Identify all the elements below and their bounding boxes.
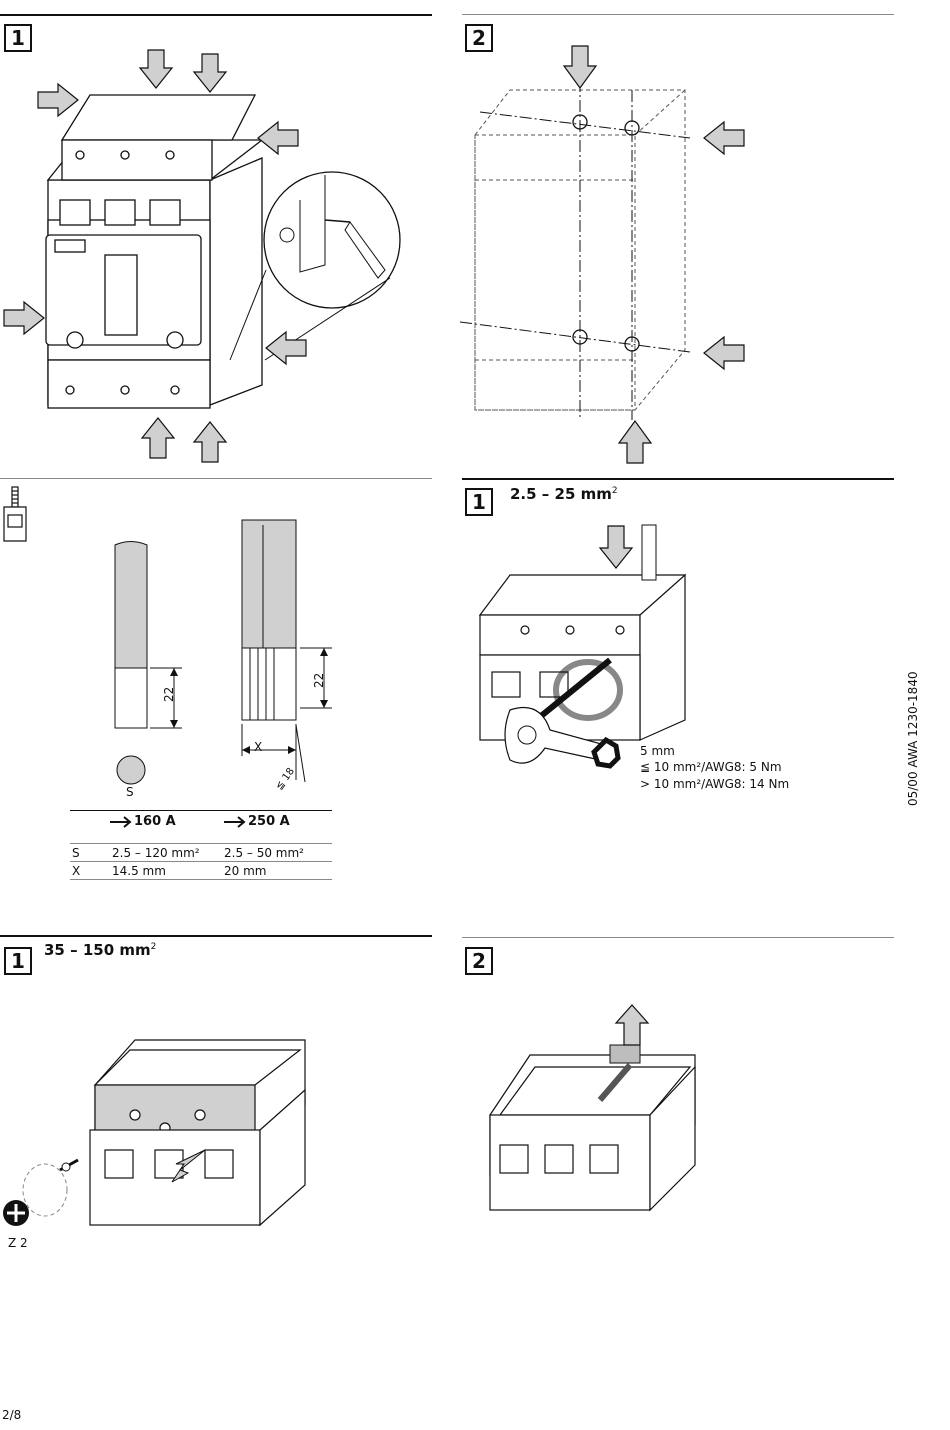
cover-removal-illustration [3, 1039, 306, 1227]
arrow-right-icon [110, 816, 132, 828]
table-top-rule [70, 810, 332, 811]
dimension-label: 22 [312, 672, 326, 688]
row-label: S [72, 845, 80, 860]
table-row: S 2.5 – 120 mm² 2.5 – 50 mm² [70, 844, 332, 862]
cell-value: 2.5 – 120 mm² [112, 845, 200, 860]
panel-rule-1 [0, 14, 432, 16]
row-label: X [72, 863, 81, 878]
panel-rule-3 [0, 478, 432, 479]
section-label: S [126, 785, 134, 799]
panel-rule-6 [462, 937, 894, 938]
cell-value: 14.5 mm [112, 863, 166, 878]
table-rule [70, 843, 332, 844]
column-header-250a: 250 A [248, 814, 290, 829]
page-number: 2/8 [2, 1408, 22, 1422]
mounting-holes-illustration [459, 45, 745, 464]
cell-value: 20 mm [224, 863, 267, 878]
step-number: 2 [465, 947, 493, 975]
table-row: X 14.5 mm 20 mm [70, 862, 332, 880]
dimension-label: 22 [162, 686, 176, 702]
panel-title: 2.5 – 25 mm2 [510, 485, 618, 503]
torque-spec: ≦ 10 mm²/AWG8: 5 Nm [640, 760, 782, 774]
conductor-dimension-drawing [114, 519, 332, 785]
terminal-tightening-illustration [478, 524, 687, 769]
column-header-160a: 160 A [134, 814, 176, 829]
panel-rule-2 [462, 14, 894, 15]
tool-label: Z 2 [8, 1236, 28, 1250]
step-number: 1 [465, 488, 493, 516]
step-number: 1 [4, 947, 32, 975]
torque-spec: > 10 mm²/AWG8: 14 Nm [640, 777, 790, 791]
terminal-icon [3, 486, 27, 542]
document-code: 05/00 AWA 1230-1840 [906, 671, 920, 806]
step-number: 1 [4, 24, 32, 52]
breaker-mounting-illustration [3, 49, 401, 463]
panel-rule-5 [0, 935, 432, 937]
arrow-right-icon [224, 816, 246, 828]
tool-size: 5 mm [640, 744, 675, 758]
conductor-table: S 2.5 – 120 mm² 2.5 – 50 mm² X 14.5 mm 2… [70, 844, 332, 880]
step-number: 2 [465, 24, 493, 52]
cell-value: 2.5 – 50 mm² [224, 845, 304, 860]
terminal-lift-illustration [489, 1004, 696, 1212]
panel-title: 35 – 150 mm2 [44, 941, 157, 959]
dimension-label: X [254, 740, 263, 754]
panel-rule-4 [462, 478, 894, 480]
